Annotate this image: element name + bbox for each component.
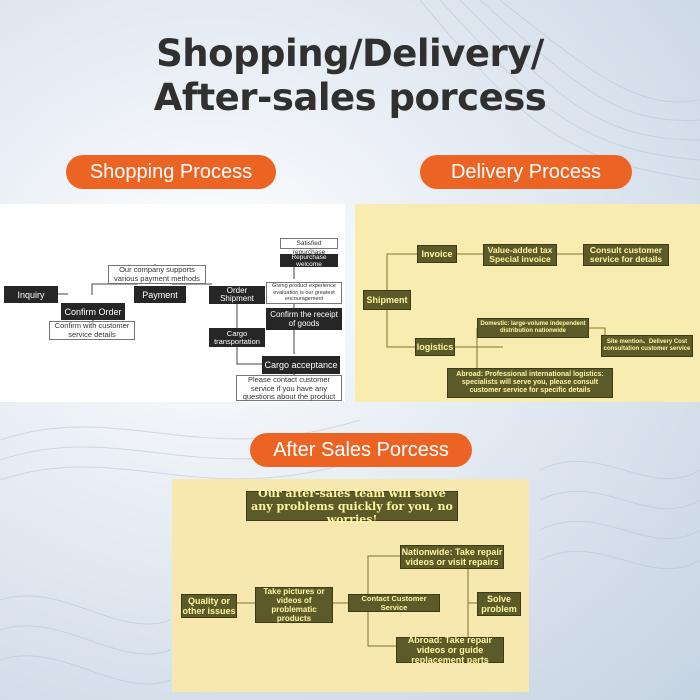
- evaluation-note: Giving product experience evaluation is …: [266, 282, 342, 304]
- abroad-logistics-node: Abroad: Professional international logis…: [447, 368, 613, 398]
- shopping-diagram: Inquiry Confirm Order Confirm with custo…: [0, 204, 345, 402]
- repurchase-welcome-node: Repurchase welcome: [280, 254, 338, 268]
- contact-service-note: Please contact customer service if you h…: [236, 375, 342, 401]
- confirm-details-note: Confirm with customer service details: [49, 321, 135, 340]
- after-sales-process-label: After Sales Porcess: [250, 433, 472, 467]
- cargo-acceptance-node: Cargo acceptance: [262, 356, 340, 374]
- contact-customer-service-node: Contact Customer Service: [348, 594, 440, 612]
- site-delivery-node: Site mention、Delivery Cost consultation …: [601, 335, 693, 357]
- quality-issues-node: Quality or other issues: [181, 594, 237, 618]
- consult-service-node: Consult customer service for details: [583, 244, 669, 266]
- inquiry-node: Inquiry: [4, 286, 58, 303]
- payment-node: Payment: [134, 286, 186, 303]
- take-pictures-node: Take pictures or videos of problematic p…: [255, 587, 333, 623]
- payment-methods-note: Our company supports various payment met…: [108, 265, 206, 284]
- vat-invoice-node: Value-added tax Special invoice: [483, 244, 557, 266]
- cargo-transportation-node: Cargo transportation: [209, 328, 265, 347]
- page-title-line1: Shopping/Delivery/: [156, 32, 544, 75]
- order-shipment-node: Order Shipment: [209, 286, 265, 304]
- logistics-node: logistics: [415, 338, 455, 356]
- invoice-node: Invoice: [417, 245, 457, 263]
- confirm-receipt-node: Confirm the receipt of goods: [266, 308, 342, 330]
- satisfied-repurchase-node: Satisfied repurchase: [280, 238, 338, 256]
- after-sales-diagram: Our after-sales team will solve any prob…: [172, 479, 529, 692]
- confirm-order-node: Confirm Order: [61, 303, 125, 320]
- shipment-node: Shipment: [363, 290, 411, 310]
- delivery-diagram: Shipment Invoice Value-added tax Special…: [355, 204, 700, 402]
- solve-problem-node: Solve problem: [477, 592, 521, 616]
- delivery-process-label: Delivery Process: [420, 155, 632, 189]
- page-title-line2: After-sales porcess: [153, 76, 547, 119]
- after-sales-banner: Our after-sales team will solve any prob…: [246, 487, 458, 526]
- shopping-process-label: Shopping Process: [66, 155, 276, 189]
- domestic-node: Domestic: large-volume independent distr…: [477, 318, 589, 338]
- abroad-repair-node: Abroad: Take repair videos or guide repl…: [396, 635, 504, 665]
- nationwide-repair-node: Nationwide: Take repair videos or visit …: [400, 545, 504, 569]
